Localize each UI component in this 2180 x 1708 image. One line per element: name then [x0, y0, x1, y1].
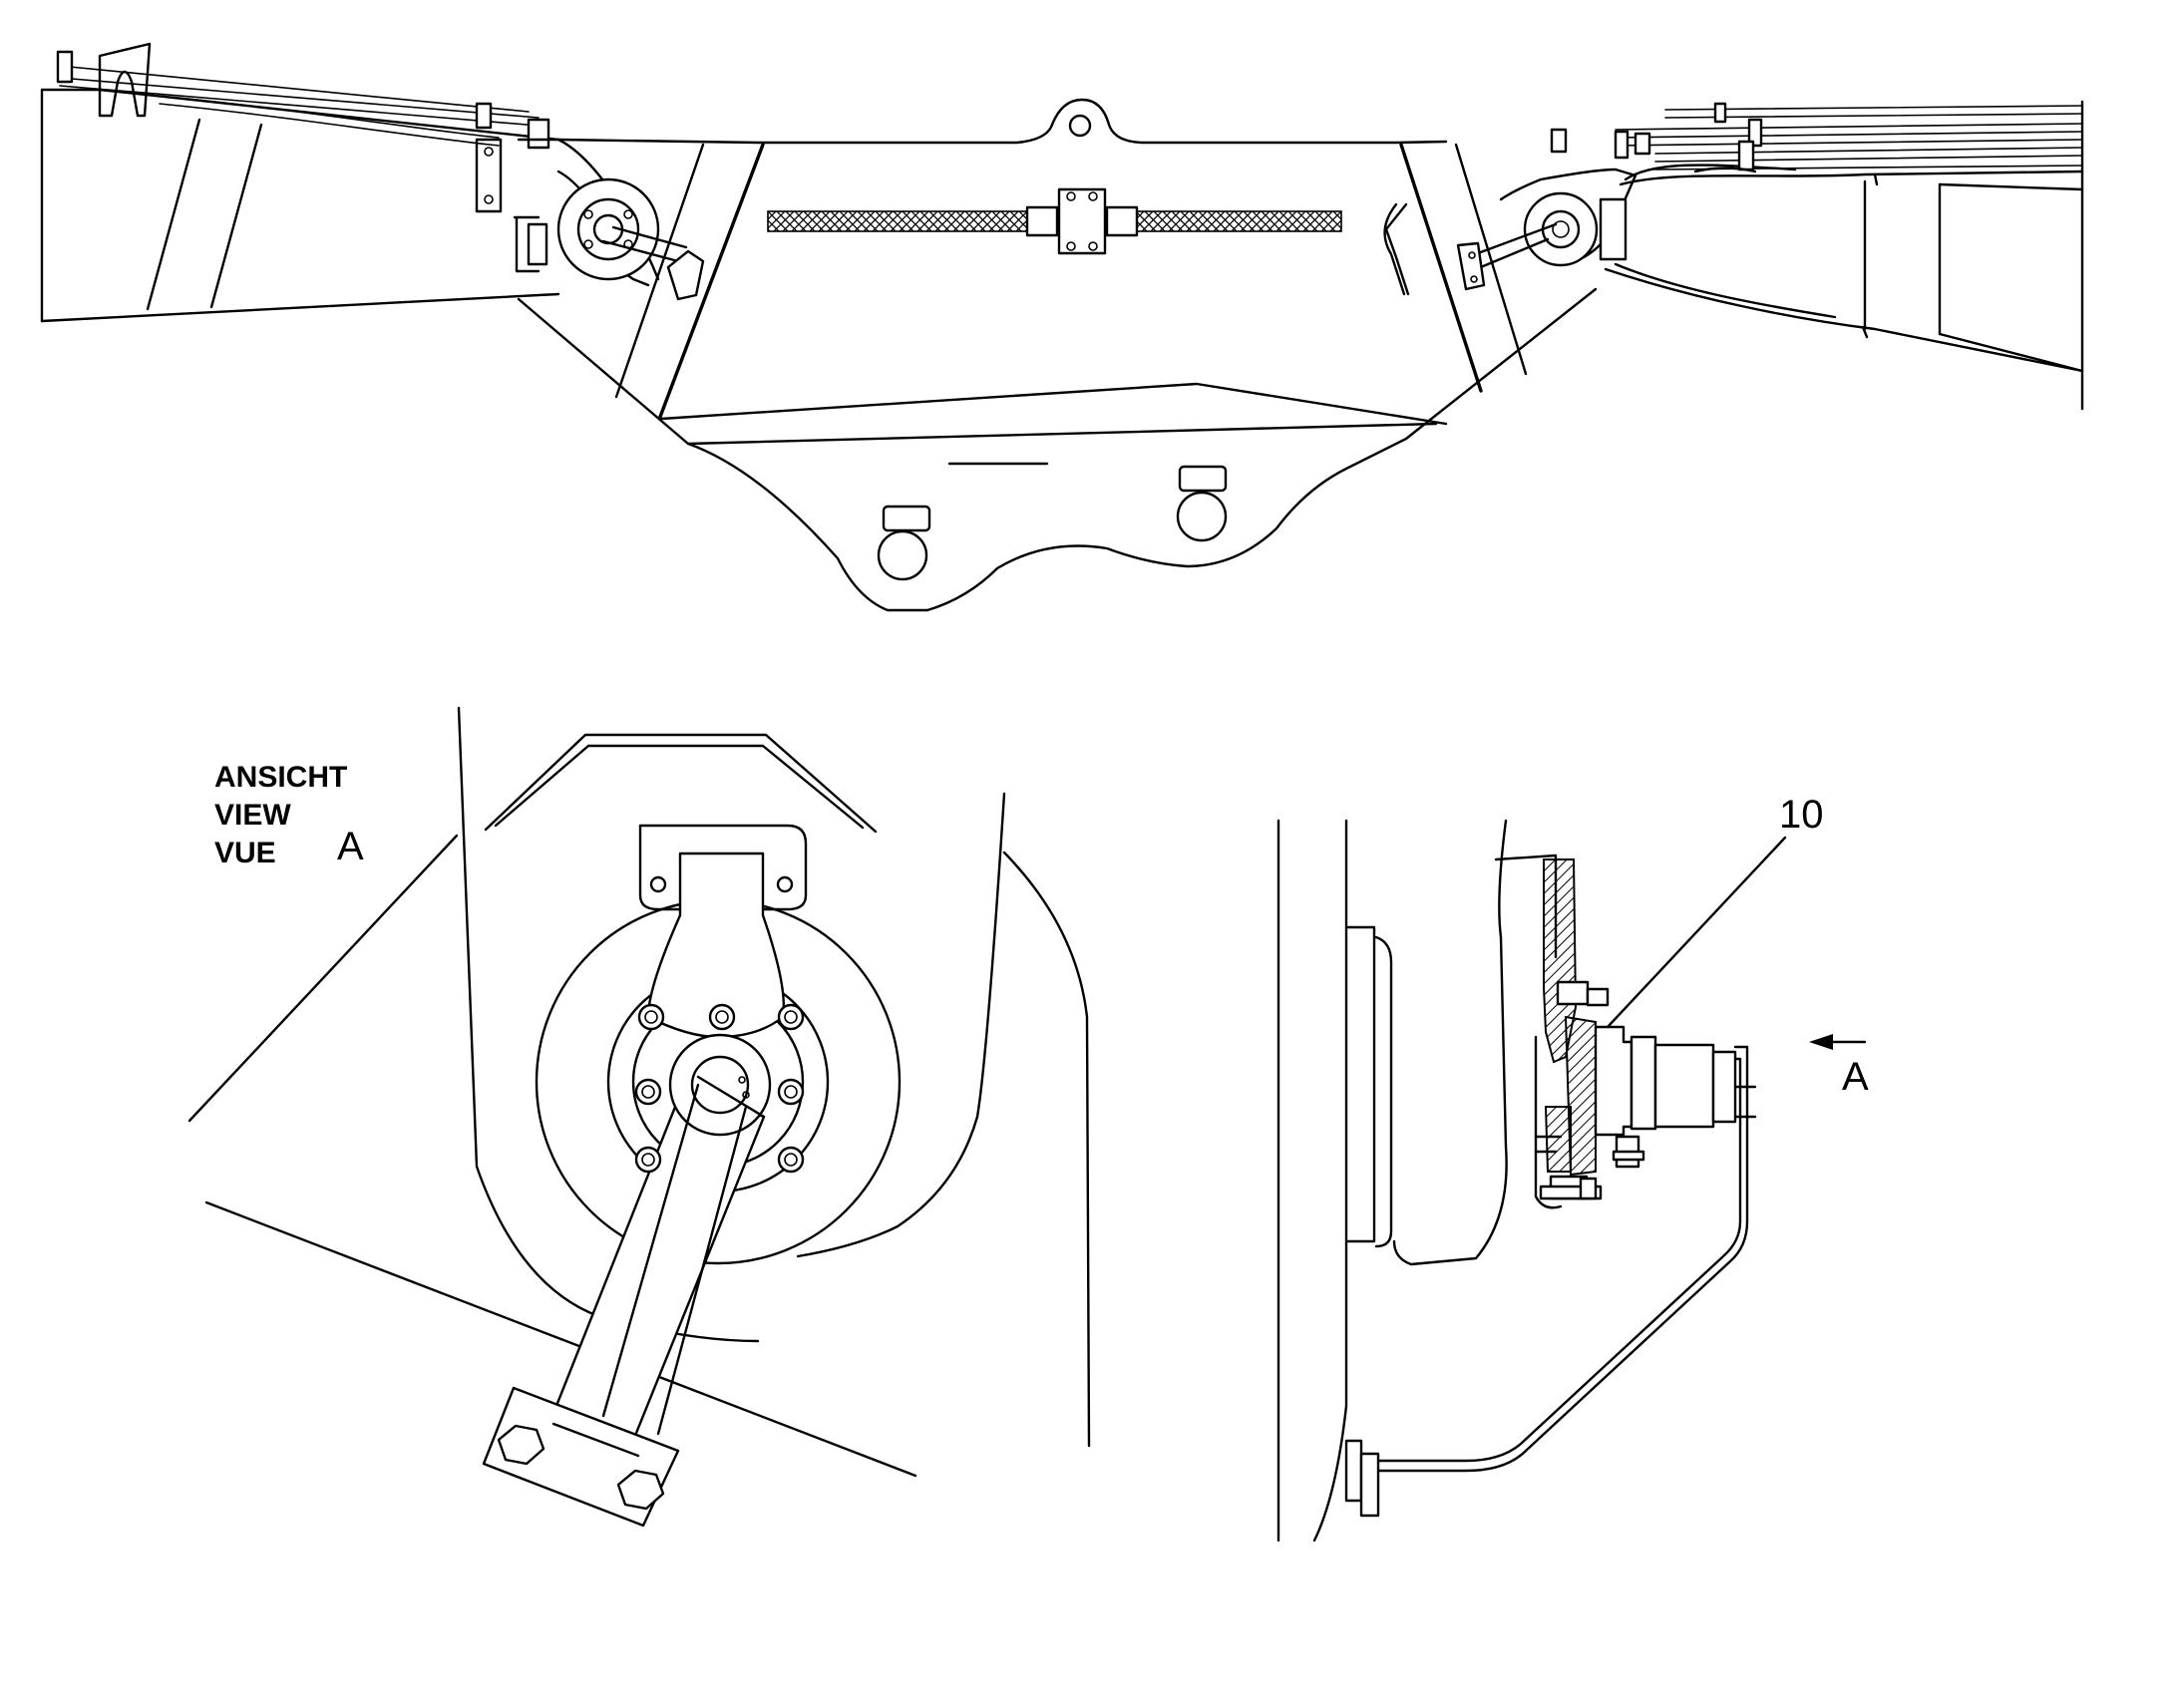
left-axle-arm: [40, 42, 560, 323]
callout-leader: [1606, 836, 1787, 1029]
view-arrow-letter: A: [1842, 1055, 1869, 1099]
view-label-view: VIEW: [214, 799, 291, 832]
left-hub: [513, 170, 705, 301]
view-label-ansicht: ANSICHT: [214, 761, 347, 794]
view-label-letter: A: [337, 825, 364, 868]
right-hub: [1456, 128, 1637, 291]
axle-top-view: [40, 42, 2084, 612]
view-label-vue: VUE: [214, 837, 276, 869]
part-number-callout: 10: [1779, 793, 1824, 837]
center-housing: [517, 98, 1598, 612]
view-a-detail: ANSICHT VIEW VUE A: [187, 706, 1091, 1528]
hub-bolts: [634, 1003, 805, 1174]
right-axle-arm: [1604, 100, 2084, 411]
sensor-section-detail: 10 A: [1276, 793, 1869, 1542]
